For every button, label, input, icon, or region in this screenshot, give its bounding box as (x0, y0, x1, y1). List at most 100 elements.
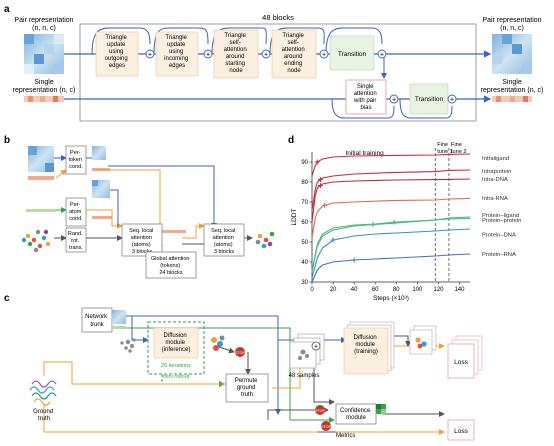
noise-cloud-1 (120, 338, 136, 353)
b-pair-thumb (28, 146, 54, 180)
svg-text:+: + (148, 52, 152, 59)
pair-rep-right-grid (492, 34, 532, 74)
iterations-label: 20 iterations (161, 363, 191, 369)
series-label: Protein–RNA (482, 252, 516, 258)
single-attention-module: Single attention with pair bias (345, 79, 387, 115)
svg-text:+: + (206, 52, 210, 59)
b-arrows (54, 155, 253, 251)
svg-text:Loss: Loss (454, 359, 468, 366)
series-line (311, 197, 471, 239)
series-label: Protein–protein (482, 218, 521, 224)
panel-label-b: b (4, 135, 10, 146)
seq-local-attention-2-box: Seq. local attention (atoms) 3 blocks (203, 223, 245, 257)
pair-transition-module: Transition (329, 35, 375, 71)
predicted-structure-1 (211, 335, 225, 351)
fine-tune-label: tune 1 (437, 149, 453, 155)
svg-text:+: + (392, 97, 396, 104)
x-tick-label: 80 (393, 287, 400, 293)
single-residual-loops (331, 98, 453, 119)
b-atom-single-thumb (26, 209, 186, 233)
x-tick-label: 20 (330, 287, 337, 293)
network-trunk-box: Network trunk (81, 307, 126, 333)
svg-text:Triangle update us: Triangle update using outgoing edges (105, 35, 130, 69)
svg-text:Triangle self- att: Triangle self- attention around ending n… (282, 33, 307, 74)
y-axis-label: LDDT (291, 208, 298, 225)
y-tick-label: 80 (301, 180, 308, 186)
b-atom-pair-thumb (92, 180, 110, 198)
svg-text:Transition: Transition (415, 96, 444, 103)
triangle-attention-ending-module: Triangle self- attention around ending n… (271, 29, 317, 79)
permute-ground-truth-box: Permute ground truth (225, 373, 269, 403)
series-marker (391, 219, 397, 225)
stop-sign-1: STOP (235, 347, 245, 357)
b-output-structure-thumb (255, 231, 275, 249)
series-line (311, 169, 471, 211)
y-tick-label: 40 (301, 260, 308, 266)
y-tick-label: 70 (301, 200, 308, 206)
single-rep-left-bar (24, 96, 64, 102)
svg-text:+: + (380, 52, 384, 59)
series-marker (317, 183, 323, 189)
x-tick-label: 120 (433, 287, 444, 293)
samples-label: 48 samples (289, 373, 320, 379)
svg-text:Transition: Transition (338, 51, 367, 58)
series-label: Protein–DNA (482, 232, 516, 238)
fine-tune-label: Fine (437, 142, 448, 148)
pair-rep-left-dims: (n, n, c) (32, 25, 56, 32)
per-atom-cond-box: Per- atom cond. (65, 197, 87, 227)
svg-text:Triangle update us: Triangle update using incoming edges (164, 35, 190, 69)
single-rep-left-dims: representation (n, c) (13, 87, 76, 94)
single-rep-right-bar (492, 96, 532, 102)
global-attention-box: Global attention (tokens) 24 blocks (145, 251, 197, 279)
c-arrows (43, 315, 445, 435)
single-rep-left-title: Single (34, 79, 54, 86)
svg-text:Per- token cond.: Per- token cond. (69, 150, 84, 170)
svg-text:Network trunk: Network trunk (85, 314, 109, 328)
x-tick-label: 140 (454, 287, 465, 293)
fine-tune-label: tune 2 (451, 149, 467, 155)
x-tick-label: 60 (372, 287, 379, 293)
svg-text:Loss: Loss (454, 428, 468, 435)
predicted-structures-stack (409, 325, 437, 355)
series-line (311, 253, 471, 283)
series-label: Intra-DNA (482, 177, 508, 183)
series-marker (351, 257, 357, 263)
y-tick-label: 30 (301, 280, 308, 286)
series-label: Intra-RNA (482, 196, 508, 202)
svg-text:Seq. local attention: Seq. local attention (atoms) 3 blocks (129, 228, 155, 255)
series-line (311, 153, 471, 177)
svg-text:Confidence module: Confidence module (340, 408, 372, 421)
blocks-label: 48 blocks (262, 13, 294, 22)
svg-text:Diffusion module (: Diffusion module (training) (354, 335, 379, 355)
diffusion-inference-box: Diffusion module (inference) 20 iteratio… (147, 321, 205, 380)
blocks-frame (79, 23, 477, 122)
stop-sign-3: STOP (321, 421, 331, 431)
svg-text:Single attention w: Single attention with pair bias (353, 84, 378, 111)
per-token-cond-box: Per- token cond. (65, 145, 87, 175)
triangle-outgoing-module: Triangle update using outgoing edges (95, 31, 139, 77)
series-line (311, 178, 471, 223)
x-axis-label: Steps (×10³) (373, 295, 409, 302)
svg-text:Permute ground tru: Permute ground truth (235, 378, 259, 398)
single-rep-right-title: Single (502, 79, 522, 86)
samples-stack: 48 samples (289, 333, 325, 379)
y-tick-label: 50 (301, 240, 308, 246)
series-label: Protein–ligand (482, 213, 519, 219)
b-token-output-thumb (92, 146, 110, 171)
svg-text:STOP: STOP (321, 425, 331, 429)
ground-truth-structure (29, 380, 57, 406)
series-line (311, 228, 471, 279)
panel-label-a: a (4, 4, 10, 15)
seq-local-attention-1-box: Seq. local attention (atoms) 3 blocks (121, 223, 163, 257)
series-marker (317, 177, 323, 183)
svg-text:STOP: STOP (315, 409, 325, 413)
x-tick-label: 100 (412, 287, 423, 293)
mini-rollout-label: mini rollout (163, 374, 190, 380)
y-tick-label: 60 (301, 220, 308, 226)
series-label: Intraligand (482, 156, 509, 162)
initial-training-label: Initial training (346, 150, 385, 157)
pair-rep-left-grid (24, 34, 64, 74)
series-line (311, 217, 471, 273)
metrics-label: Metrics (336, 433, 355, 439)
svg-text:+: + (322, 52, 326, 59)
